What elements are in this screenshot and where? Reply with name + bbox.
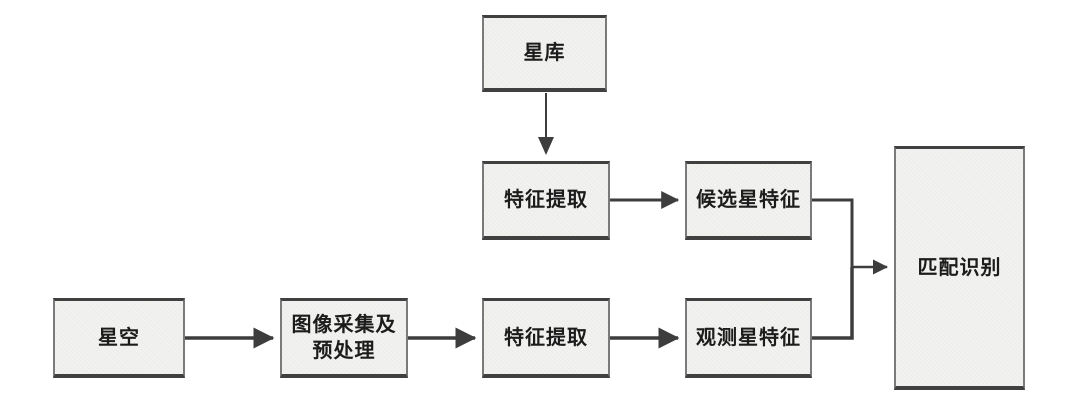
- node-feature-extraction-bottom: 特征提取: [482, 298, 610, 378]
- node-feature-extraction-top: 特征提取: [482, 161, 610, 240]
- node-matching-recognition-label: 匹配识别: [917, 256, 1002, 279]
- connector-observed-to-junction: [812, 267, 854, 340]
- node-star-sky-label: 星空: [98, 326, 140, 349]
- node-observed-star-features-label: 观测星特征: [696, 326, 801, 349]
- node-candidate-star-features: 候选星特征: [685, 161, 812, 240]
- node-feature-extraction-top-label: 特征提取: [504, 189, 588, 211]
- node-image-acquisition-label-line2: 预处理: [312, 339, 376, 362]
- node-star-library: 星库: [482, 15, 607, 92]
- node-image-acquisition-label-line1: 图像采集及: [291, 313, 397, 336]
- node-star-sky: 星空: [53, 298, 185, 378]
- node-image-acquisition: 图像采集及 预处理: [280, 298, 408, 378]
- node-observed-star-features: 观测星特征: [685, 298, 812, 378]
- node-candidate-star-features-label: 候选星特征: [696, 189, 801, 211]
- node-feature-extraction-bottom-label: 特征提取: [504, 326, 588, 349]
- connector-candidate-to-junction: [812, 198, 854, 267]
- node-matching-recognition: 匹配识别: [894, 146, 1025, 390]
- node-star-library-label: 星库: [523, 42, 566, 64]
